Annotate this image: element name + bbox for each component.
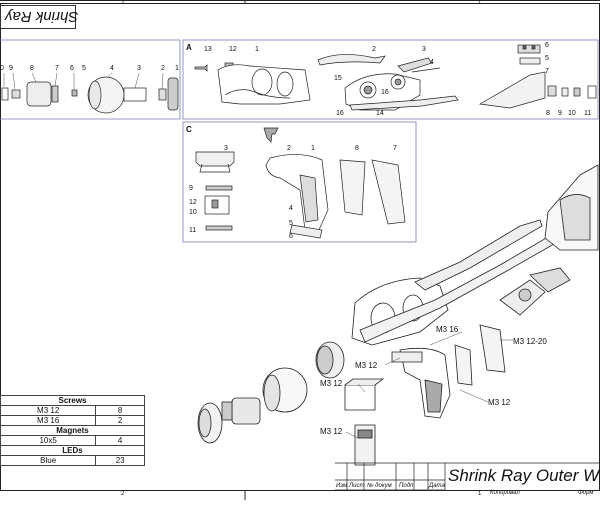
screws-header: Screws (0, 395, 145, 406)
callout: 16 (381, 89, 389, 96)
view-c-parts (195, 127, 406, 239)
left-partial-frame (0, 39, 181, 120)
title-block-label: Дата (429, 483, 445, 489)
item-qty: 2 (95, 415, 145, 426)
callout: 9 (558, 110, 562, 117)
main-callouts: M3 16 M3 12-20 M3 12 M3 12 M3 12 M3 12 (320, 325, 547, 436)
callout: 0 (0, 65, 4, 72)
callout: 14 (376, 110, 384, 117)
view-c-frame (182, 121, 417, 243)
magnets-header: Magnets (0, 425, 145, 436)
item-name: Blue (0, 455, 97, 466)
callout: 3 (137, 65, 141, 72)
callout: 9 (9, 65, 13, 72)
zone-number: 1 (478, 491, 482, 497)
callout: M3 12 (320, 427, 343, 436)
callout: 5 (289, 220, 293, 227)
item-qty: 23 (95, 455, 145, 466)
rotated-title-box: Shrink Ray (0, 5, 79, 29)
callout: 12 (229, 46, 237, 53)
callout: 6 (70, 65, 74, 72)
view-a-frame (182, 39, 599, 120)
callout: 8 (355, 145, 359, 152)
callout: 13 (204, 46, 212, 53)
zone-number: 2 (121, 0, 125, 6)
view-a-label: A (186, 43, 192, 52)
callout: 1 (311, 145, 315, 152)
left-partial-leaders (3, 72, 164, 90)
callout: 15 (334, 75, 342, 82)
callout: M3 16 (436, 325, 459, 334)
item-name: 10x5 (0, 435, 97, 446)
title-block-label: № докум (367, 483, 392, 489)
callout: 7 (55, 65, 59, 72)
callout: 11 (189, 227, 196, 234)
callout: 3 (224, 145, 228, 152)
zone-number: 2 (121, 491, 125, 497)
callout: 8 (546, 110, 550, 117)
callout: 1 (175, 65, 179, 72)
title-block-grid (335, 462, 600, 491)
callout: 1 (255, 46, 259, 53)
callout: 5 (545, 55, 549, 62)
callout: 2 (287, 145, 291, 152)
callout: 4 (289, 205, 293, 212)
title-block-label: Подп (399, 483, 414, 489)
view-a-parts (194, 44, 597, 111)
callout: 16 (336, 110, 344, 117)
callout: 12 (189, 199, 197, 206)
view-c-label: C (186, 125, 192, 134)
left-partial-parts (1, 76, 179, 114)
item-name: M3 16 (0, 415, 97, 426)
item-name: M3 12 (0, 405, 97, 416)
callout: 4 (110, 65, 114, 72)
callout: 10 (568, 110, 576, 117)
callout: M3 12 (355, 361, 378, 370)
title-block-title: Shrink Ray Outer Wo (448, 466, 600, 485)
callout: M3 12 (320, 379, 343, 388)
callout: 10 (189, 209, 197, 216)
main-leaders (345, 331, 513, 439)
callout: 9 (189, 185, 193, 192)
callout: 11 (584, 110, 591, 117)
view-c-callouts: 3 2 1 8 7 9 12 10 11 4 5 6 (189, 145, 397, 240)
callout: M3 12-20 (513, 337, 547, 346)
callout: 3 (422, 46, 426, 53)
callout: 2 (161, 65, 165, 72)
zone-number: 1 (478, 0, 482, 6)
item-qty: 4 (95, 435, 145, 446)
item-qty: 8 (95, 405, 145, 416)
drawing-title: Shrink Ray (5, 8, 79, 25)
format-label: Форм (578, 490, 594, 496)
callout: 2 (372, 46, 376, 53)
main-assembly (197, 164, 599, 466)
callout: 8 (30, 65, 34, 72)
callout: M3 12 (488, 398, 511, 407)
leds-header: LEDs (0, 445, 145, 456)
callout: 4 (430, 59, 434, 66)
callout: 5 (82, 65, 86, 72)
title-block-label: Изм (336, 483, 348, 489)
view-a-callouts: 13 12 1 2 3 4 15 16 16 14 6 5 7 8 9 10 1… (204, 42, 591, 117)
title-block-label: Лист (349, 483, 365, 489)
callout: 6 (289, 233, 293, 240)
copied-label: Копировал (490, 490, 520, 496)
callout: 7 (393, 145, 397, 152)
callout: 7 (545, 68, 549, 75)
callout: 6 (545, 42, 549, 49)
left-partial-callouts: 0 9 8 7 6 5 4 3 2 1 (0, 65, 179, 72)
